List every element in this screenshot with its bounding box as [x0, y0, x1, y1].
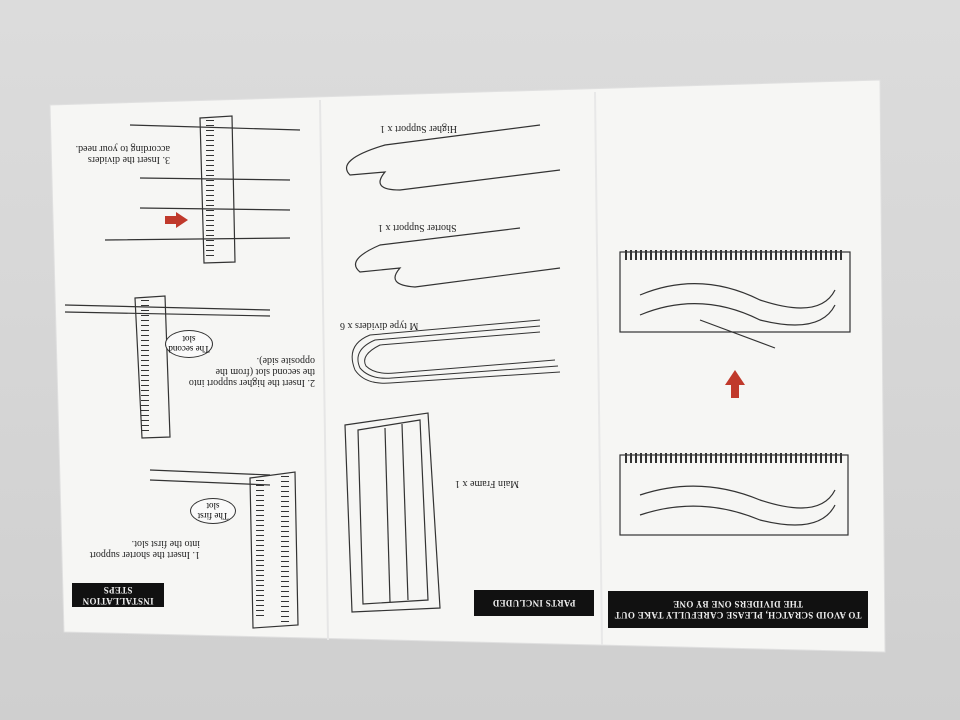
up-arrow-icon — [725, 370, 745, 398]
higher-support-label: Higher Support x 1 — [380, 123, 457, 134]
parts-included-banner: PARTS INCLUDED — [474, 590, 594, 616]
step3-text: 3. Insert the dividers according to your… — [75, 143, 170, 165]
step1-drawing — [149, 469, 299, 629]
step2-drawing — [64, 295, 271, 439]
main-frame-drawing — [344, 412, 441, 613]
installation-steps-banner: INSTALLATION STEPS — [72, 583, 164, 607]
warning-banner: TO AVOID SCRATCH, PLEASE CAREFULLY TAKE … — [608, 591, 868, 628]
second-slot-callout: The second slot — [165, 330, 213, 358]
step2-text: 2. Insert the higher support into the se… — [188, 355, 315, 388]
m-dividers-label: M type dividers x 6 — [340, 320, 419, 331]
tray-drawing-bottom — [619, 453, 849, 536]
step1-text: 1. Insert the shorter support into the f… — [89, 538, 200, 560]
m-dividers-drawing — [351, 319, 561, 384]
tray-drawing-top — [619, 250, 851, 349]
shorter-support-drawing — [355, 227, 561, 288]
step3-drawing — [104, 115, 301, 264]
shorter-support-label: Shorter Support x 1 — [378, 222, 457, 233]
main-frame-label: Main Frame x 1 — [455, 478, 520, 489]
right-arrow-icon — [165, 212, 188, 228]
first-slot-callout: The first slot — [190, 498, 236, 524]
higher-support-drawing — [345, 124, 561, 191]
